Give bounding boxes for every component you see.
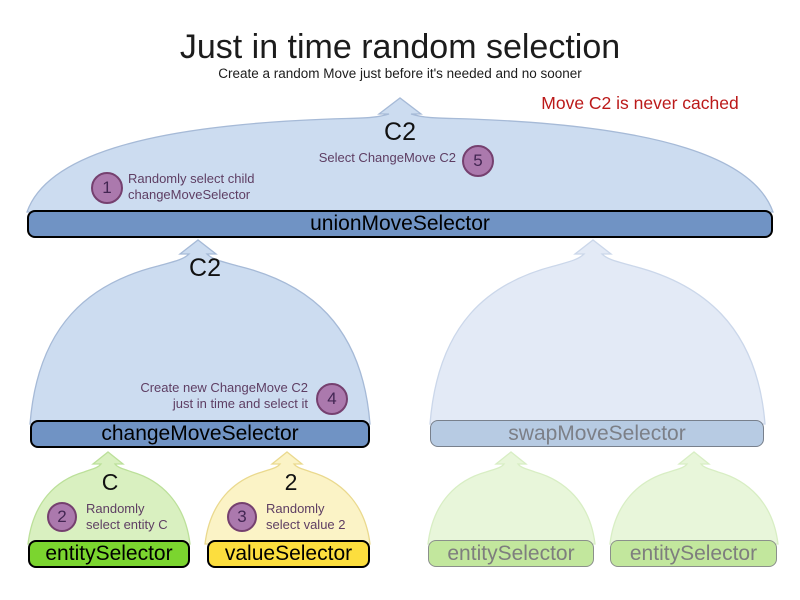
note-text: Move C2 is never cached — [541, 93, 739, 113]
entity-selector-faded-1-bar: entitySelector — [428, 540, 594, 567]
entity-selector-bar: entitySelector — [28, 540, 190, 568]
swap-funnel — [429, 239, 766, 425]
value-funnel-label: 2 — [284, 469, 298, 495]
step-3-line-1: Randomly — [266, 501, 325, 516]
step-2-line-1: Randomly — [86, 501, 145, 516]
step-4-line-2: just in time and select it — [172, 396, 308, 411]
step-4-line-1: Create new ChangeMove C2 — [140, 380, 308, 395]
step-2-line-2: select entity C — [86, 517, 168, 532]
step-4-badge: 4 — [316, 383, 348, 415]
step-4-text: Create new ChangeMove C2 just in time an… — [128, 380, 308, 412]
step-5-badge: 5 — [462, 145, 494, 177]
change-funnel — [29, 239, 371, 425]
step-1-line-1: Randomly select child — [128, 171, 255, 186]
union-funnel — [26, 97, 774, 213]
union-move-selector-bar: unionMoveSelector — [27, 210, 773, 238]
entity-funnel-faded-1 — [427, 451, 596, 545]
entity-selector-faded-2-bar: entitySelector — [610, 540, 777, 567]
entity-funnel-label: C — [101, 469, 119, 495]
step-2-text: Randomly select entity C — [86, 501, 196, 533]
step-5-text: Select ChangeMove C2 — [318, 150, 456, 165]
change-funnel-label: C2 — [189, 254, 221, 282]
step-3-text: Randomly select value 2 — [266, 501, 376, 533]
change-move-selector-bar: changeMoveSelector — [30, 420, 370, 448]
page-title: Just in time random selection — [179, 28, 621, 66]
entity-funnel-faded-2 — [609, 451, 779, 545]
union-funnel-label: C2 — [384, 118, 416, 146]
step-3-line-2: select value 2 — [266, 517, 346, 532]
step-1-text: Randomly select child changeMoveSelector — [128, 171, 278, 203]
step-3-badge: 3 — [227, 502, 257, 532]
swap-move-selector-bar: swapMoveSelector — [430, 420, 764, 447]
step-2-badge: 2 — [47, 502, 77, 532]
page-subtitle: Create a random Move just before it's ne… — [218, 66, 582, 81]
value-selector-bar: valueSelector — [207, 540, 370, 568]
step-1-line-2: changeMoveSelector — [128, 187, 251, 202]
step-1-badge: 1 — [91, 172, 123, 204]
